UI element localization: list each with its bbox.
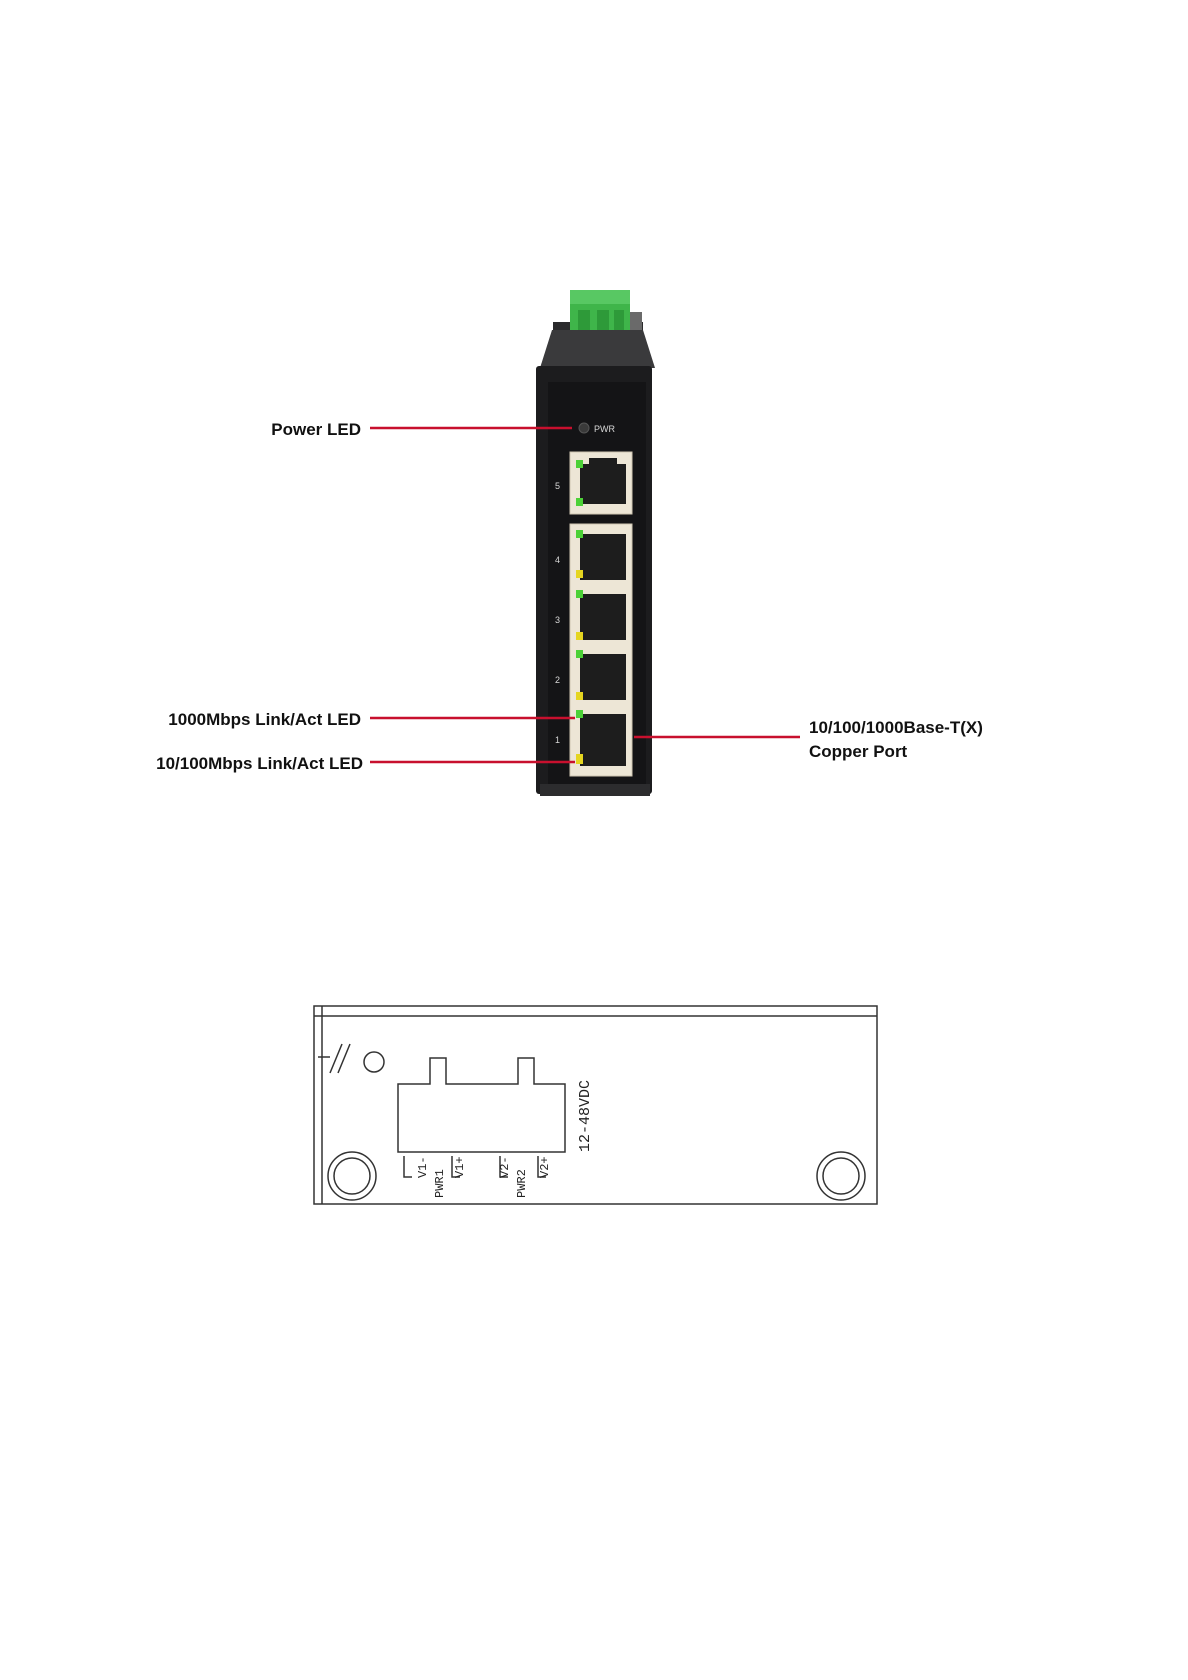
screw-hole-right bbox=[817, 1152, 865, 1200]
screw-hole-left bbox=[328, 1152, 376, 1200]
rj45-port-3 bbox=[576, 590, 626, 640]
v2-minus-label: V2- bbox=[498, 1156, 512, 1178]
rj45-port-1 bbox=[576, 710, 626, 766]
callout-copper-port-line2: Copper Port bbox=[809, 742, 908, 761]
v2-plus-label: V2+ bbox=[538, 1156, 552, 1178]
led-1000-port-5 bbox=[576, 460, 583, 468]
housing-top bbox=[540, 330, 655, 368]
pwr1-label: PWR1 bbox=[433, 1169, 447, 1198]
callout-1000-led: 1000Mbps Link/Act LED bbox=[168, 710, 361, 729]
ground-icon bbox=[318, 1044, 350, 1073]
led-10-100-port-5 bbox=[576, 498, 583, 506]
voltage-label: 12-48VDC bbox=[577, 1080, 594, 1152]
mounting-hole-icon bbox=[364, 1052, 384, 1072]
switch-front-view: PWR bbox=[536, 290, 655, 796]
pwr1-brackets bbox=[404, 1156, 460, 1177]
callout-power-led: Power LED bbox=[271, 420, 361, 439]
pwr2-label: PWR2 bbox=[515, 1169, 529, 1198]
callout-copper-port-line1: 10/100/1000Base-T(X) bbox=[809, 718, 983, 737]
rj45-port-stack bbox=[570, 524, 632, 776]
rj45-port-2 bbox=[576, 650, 626, 700]
switch-top-view bbox=[314, 1006, 877, 1204]
port-number-3: 3 bbox=[555, 615, 560, 625]
pwr-label: PWR bbox=[594, 424, 615, 434]
port-number-5: 5 bbox=[555, 481, 560, 491]
port-number-2: 2 bbox=[555, 675, 560, 685]
rj45-port-5 bbox=[570, 452, 632, 514]
led-1000-port-1 bbox=[576, 710, 583, 718]
v1-minus-label: V1- bbox=[416, 1156, 430, 1178]
callout-10-100-led: 10/100Mbps Link/Act LED bbox=[156, 754, 363, 773]
port-number-4: 4 bbox=[555, 555, 560, 565]
power-terminal-outline bbox=[398, 1058, 565, 1152]
led-10-100-port-1 bbox=[576, 754, 583, 764]
rj45-port-4 bbox=[576, 530, 626, 580]
power-led bbox=[579, 423, 589, 433]
port-number-1: 1 bbox=[555, 735, 560, 745]
v1-plus-label: V1+ bbox=[453, 1156, 467, 1178]
